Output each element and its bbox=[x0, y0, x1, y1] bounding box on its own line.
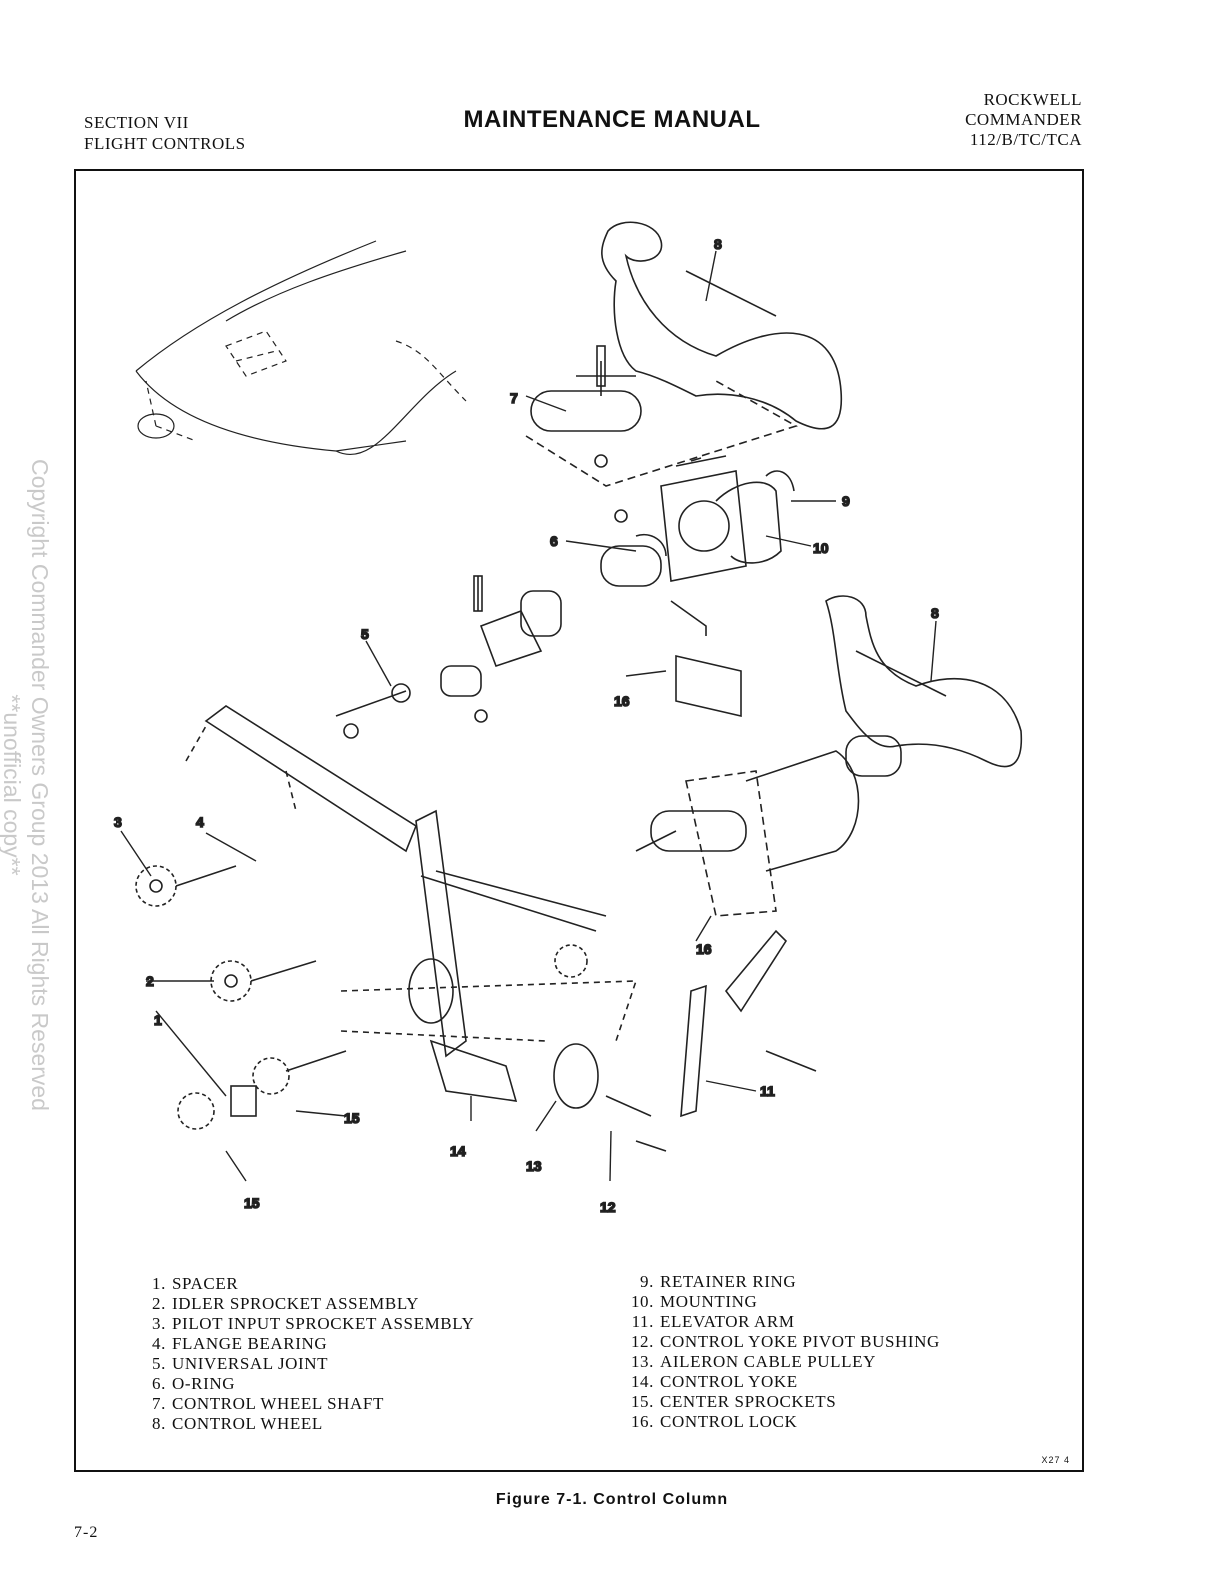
brand-header: ROCKWELL COMMANDER 112/B/TC/TCA bbox=[965, 90, 1082, 150]
callout-4: 4 bbox=[196, 814, 204, 830]
universal-joint-assembly bbox=[335, 575, 562, 739]
callout-2: 2 bbox=[146, 973, 154, 989]
callout-7: 7 bbox=[510, 390, 518, 406]
legend-item: 5.UNIVERSAL JOINT bbox=[152, 1354, 329, 1373]
watermark-line-2: **unofficial copy** bbox=[0, 694, 25, 876]
legend-item: 14.CONTROL YOKE bbox=[630, 1372, 798, 1391]
legend-item: 13.AILERON CABLE PULLEY bbox=[630, 1352, 876, 1371]
control-yoke-arm bbox=[185, 705, 607, 1102]
control-lock bbox=[670, 600, 742, 718]
legend-item: 7.CONTROL WHEEL SHAFT bbox=[152, 1394, 384, 1413]
right-yoke-and-bracket bbox=[635, 595, 1023, 917]
section-label: SECTION VII bbox=[84, 113, 189, 132]
parts-legend-left: 1.SPACER 2.IDLER SPROCKET ASSEMBLY 3.PIL… bbox=[138, 1274, 474, 1434]
figure-caption: Figure 7-1. Control Column bbox=[495, 1491, 729, 1508]
callout-13: 13 bbox=[526, 1158, 542, 1174]
callout-16-upper: 16 bbox=[614, 693, 630, 709]
exploded-view-illustration: 1 2 3 4 5 6 7 8 8 9 10 11 12 13 14 15 15… bbox=[113, 221, 1023, 1216]
section-header: SECTION VII FLIGHT CONTROLS bbox=[84, 112, 246, 154]
figure-frame: 1 2 3 4 5 6 7 8 8 9 10 11 12 13 14 15 15… bbox=[74, 169, 1084, 1472]
copyright-watermark: Copyright Commander Owners Group 2013 Al… bbox=[0, 390, 54, 1180]
callout-1: 1 bbox=[154, 1012, 162, 1028]
brand-line-3: 112/B/TC/TCA bbox=[969, 130, 1082, 149]
legend-item: 16.CONTROL LOCK bbox=[630, 1412, 798, 1431]
callout-numbers: 1 2 3 4 5 6 7 8 8 9 10 11 12 13 14 15 15… bbox=[113, 235, 940, 1216]
airplane-sketch bbox=[135, 240, 467, 456]
sprockets bbox=[135, 865, 588, 1130]
callout-leaders bbox=[120, 250, 937, 1182]
pulleys-and-elevator-arm bbox=[340, 929, 817, 1152]
callout-14: 14 bbox=[450, 1143, 466, 1159]
legend-item: 10.MOUNTING bbox=[630, 1292, 758, 1311]
callout-9: 9 bbox=[842, 493, 850, 509]
page-title: MAINTENANCE MANUAL bbox=[463, 106, 761, 133]
legend-item: 12.CONTROL YOKE PIVOT BUSHING bbox=[630, 1332, 940, 1351]
parts-legend-right: 9.RETAINER RING 10.MOUNTING 11.ELEVATOR … bbox=[626, 1272, 940, 1432]
legend-item: 4.FLANGE BEARING bbox=[152, 1334, 328, 1353]
page-number: 7-2 bbox=[74, 1524, 99, 1541]
brand-line-2: COMMANDER bbox=[965, 110, 1082, 129]
callout-11: 11 bbox=[760, 1083, 775, 1099]
callout-3: 3 bbox=[114, 814, 122, 830]
legend-item: 9.RETAINER RING bbox=[640, 1272, 797, 1291]
subsection-label: FLIGHT CONTROLS bbox=[84, 134, 246, 153]
mounting-plate bbox=[600, 455, 795, 587]
callout-12: 12 bbox=[600, 1199, 616, 1215]
callout-10: 10 bbox=[813, 540, 829, 556]
legend-item: 6.O-RING bbox=[152, 1374, 236, 1393]
legend-item: 11.ELEVATOR ARM bbox=[631, 1312, 795, 1331]
watermark-line-1: Copyright Commander Owners Group 2013 Al… bbox=[27, 459, 53, 1111]
legend-item: 8.CONTROL WHEEL bbox=[152, 1414, 323, 1433]
callout-5: 5 bbox=[361, 626, 369, 642]
legend-item: 3.PILOT INPUT SPROCKET ASSEMBLY bbox=[152, 1314, 475, 1333]
legend-item: 1.SPACER bbox=[152, 1274, 239, 1293]
callout-15-upper: 15 bbox=[344, 1110, 360, 1126]
callout-16-lower: 16 bbox=[696, 941, 712, 957]
callout-6: 6 bbox=[550, 533, 558, 549]
callout-8-lower: 8 bbox=[931, 605, 939, 621]
legend-item: 15.CENTER SPROCKETS bbox=[630, 1392, 837, 1411]
figure-code: X27 4 bbox=[1041, 1455, 1070, 1465]
callout-8-upper: 8 bbox=[714, 236, 722, 252]
legend-item: 2.IDLER SPROCKET ASSEMBLY bbox=[152, 1294, 419, 1313]
upper-control-wheel bbox=[525, 221, 843, 487]
brand-line-1: ROCKWELL bbox=[983, 90, 1082, 109]
callout-15-lower: 15 bbox=[244, 1195, 260, 1211]
